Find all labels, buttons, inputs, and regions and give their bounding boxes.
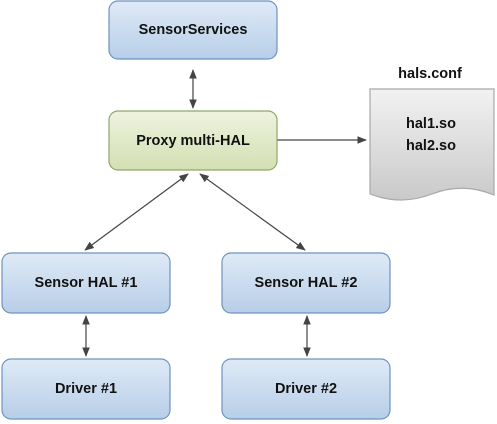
connector-proxy-haltwo: [199, 173, 306, 251]
connector-proxy-halone: [84, 173, 189, 251]
sensor-hal-2-node: Sensor HAL #2: [221, 252, 391, 314]
proxy-multi-hal-node: Proxy multi-HAL: [108, 110, 278, 171]
config-entry: hal1.so: [406, 116, 456, 132]
driver-1-label: Driver #1: [55, 381, 117, 397]
config-file-document: hals.conf hal1.so hal2.so: [369, 66, 495, 201]
config-entry: hal2.so: [406, 138, 456, 154]
sensor-services-label: SensorServices: [139, 22, 248, 38]
sensor-hal-1-node: Sensor HAL #1: [1, 252, 171, 314]
driver-2-node: Driver #2: [221, 358, 391, 420]
sensor-hal-1-label: Sensor HAL #1: [35, 275, 138, 291]
connectors: [82, 69, 367, 357]
sensor-services-node: SensorServices: [108, 0, 278, 60]
document-icon: [369, 88, 495, 201]
sensor-hal-2-label: Sensor HAL #2: [255, 275, 358, 291]
config-file-title: hals.conf: [398, 66, 462, 82]
proxy-multi-hal-label: Proxy multi-HAL: [136, 133, 250, 149]
driver-2-label: Driver #2: [275, 381, 337, 397]
driver-1-node: Driver #1: [1, 358, 171, 420]
